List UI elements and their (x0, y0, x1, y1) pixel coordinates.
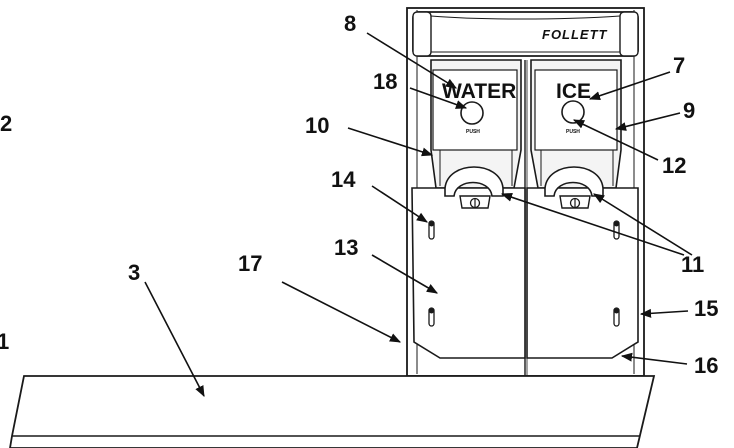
leader-lines (144, 32, 693, 397)
leader-8 (366, 32, 457, 89)
leader-11b (593, 193, 693, 256)
callout-17: 17 (238, 251, 262, 276)
leader-18 (409, 87, 468, 109)
water-label: WATER (442, 80, 516, 103)
top-cap: FOLLETT (412, 11, 639, 57)
callout-3: 3 (128, 260, 140, 285)
leader-10 (347, 127, 434, 157)
splash-panel-left (411, 187, 526, 359)
keyhole-slot-upper-right (613, 220, 620, 240)
callout-7: 7 (673, 53, 685, 78)
keyhole-slot-lower-left (428, 307, 435, 327)
water-nozzle (444, 166, 504, 209)
callout-18: 18 (373, 69, 397, 94)
callout-9: 9 (683, 98, 695, 123)
callout-1: 1 (0, 329, 9, 354)
drain-tray (9, 375, 656, 448)
leader-17 (281, 281, 401, 343)
keyhole-slot-lower-right (613, 307, 620, 327)
callouts: 1 2 3 8 7 18 9 10 12 14 13 17 11 15 16 (0, 11, 718, 378)
leader-11a (500, 192, 685, 256)
leader-15 (639, 308, 689, 318)
callout-2: 2 (0, 111, 12, 136)
water-push-button[interactable] (460, 101, 484, 125)
leader-9 (614, 112, 681, 131)
leader-13 (371, 254, 438, 294)
leader-7 (588, 71, 671, 101)
callout-10: 10 (305, 113, 329, 138)
leader-14 (371, 185, 428, 223)
ice-push-text: PUSH (566, 129, 580, 135)
callout-11: 11 (681, 252, 704, 277)
callout-8: 8 (344, 11, 356, 36)
ice-push-button[interactable] (561, 100, 585, 124)
leader-3 (144, 281, 205, 397)
leader-16 (620, 352, 688, 365)
water-push-text: PUSH (466, 129, 480, 135)
splash-panel-right (526, 187, 639, 359)
callout-15: 15 (694, 296, 718, 321)
water-push-panel: WATER PUSH (430, 59, 522, 189)
callout-12: 12 (662, 153, 686, 178)
brand-logo-text: FOLLETT (542, 27, 608, 42)
ice-label: ICE (556, 80, 591, 103)
leader-12 (572, 119, 659, 161)
callout-13: 13 (334, 235, 358, 260)
keyhole-slot-upper-left (428, 220, 435, 240)
callout-14: 14 (331, 167, 356, 192)
callout-16: 16 (694, 353, 718, 378)
